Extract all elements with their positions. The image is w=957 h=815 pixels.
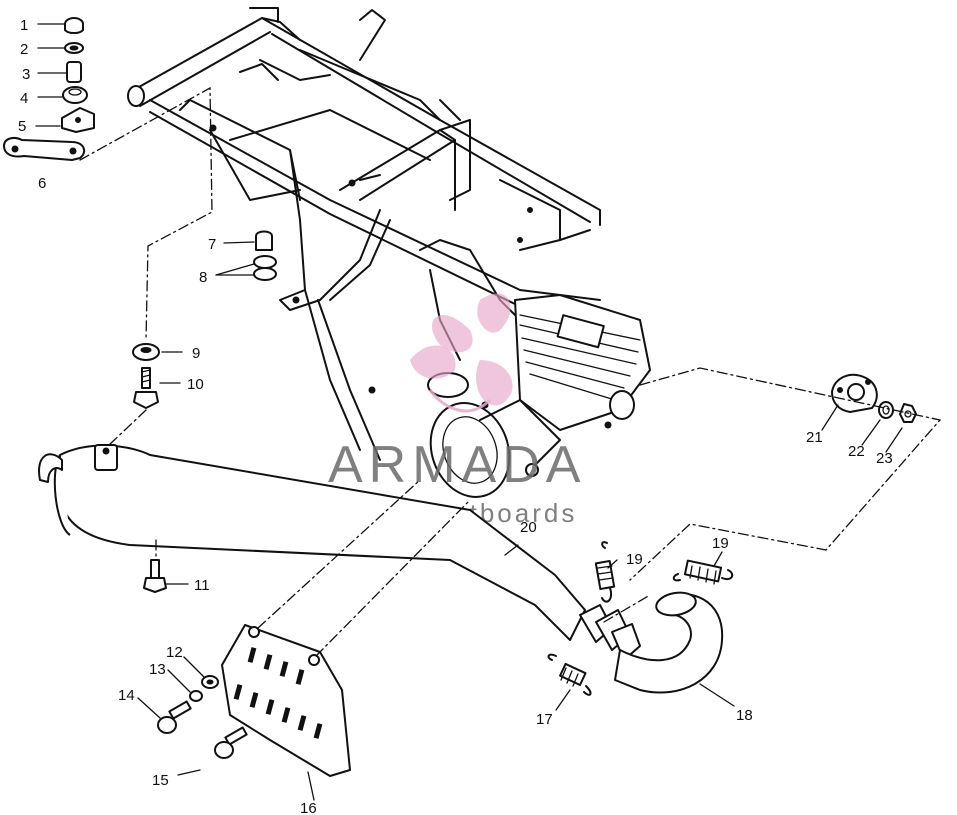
exhaust-flange-hardware (831, 373, 917, 423)
callout-15: 15 (152, 772, 169, 789)
callout-20: 20 (520, 519, 537, 536)
callout-21: 21 (806, 429, 823, 446)
callout-3: 3 (22, 66, 30, 83)
callout-23: 23 (876, 450, 893, 467)
callout-16: 16 (300, 800, 317, 815)
callout-11: 11 (194, 577, 210, 594)
engine-block (419, 239, 651, 498)
armada-logo-icon (410, 293, 513, 413)
callout-13: 13 (149, 661, 166, 678)
spring-upper-right (672, 559, 734, 585)
mount-hardware (3, 17, 277, 759)
callout-12: 12 (166, 644, 183, 661)
callout-2: 2 (20, 41, 28, 58)
callout-19-left: 19 (626, 551, 643, 568)
watermark-title: ARMADA (328, 436, 586, 494)
callout-7: 7 (208, 236, 216, 253)
springs (547, 541, 734, 696)
callout-8: 8 (199, 269, 207, 286)
callout-9: 9 (192, 345, 200, 362)
callout-22: 22 (848, 443, 865, 460)
heat-shield (221, 624, 351, 777)
callout-10: 10 (187, 376, 204, 393)
exhaust-header-pipe (614, 591, 724, 694)
callout-5: 5 (18, 118, 26, 135)
leader-lines (35, 23, 942, 801)
spring-upper-left (594, 541, 616, 603)
callout-4: 4 (20, 90, 28, 107)
callout-19-right: 19 (712, 535, 729, 552)
muffler (38, 444, 641, 661)
spring-lower (547, 653, 592, 696)
callout-14: 14 (118, 687, 135, 704)
chassis-frame (127, 7, 601, 461)
callout-18: 18 (736, 707, 753, 724)
callout-labels: 1 2 3 4 5 6 7 8 9 10 11 12 13 14 15 16 1… (18, 17, 893, 815)
callout-6: 6 (38, 175, 46, 192)
callout-1: 1 (20, 17, 28, 34)
callout-17: 17 (536, 711, 553, 728)
